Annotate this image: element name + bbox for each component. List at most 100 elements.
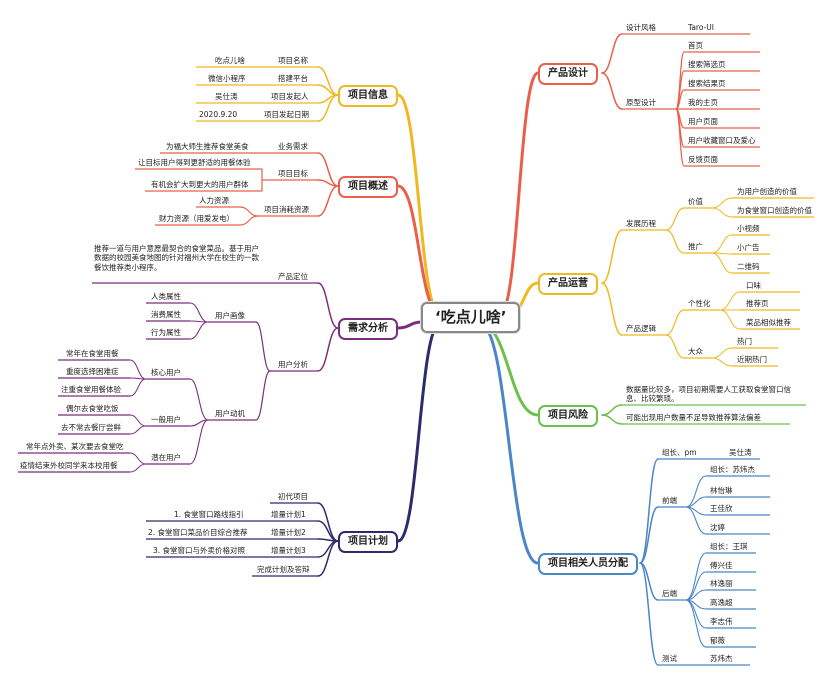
design-page-1[interactable]: 首页 <box>688 41 703 50</box>
branch-staff[interactable]: 项目相关人员分配 <box>538 553 638 575</box>
req-core-item-2[interactable]: 重度选择困难症 <box>66 367 119 376</box>
req-portrait-item-2[interactable]: 消费属性 <box>151 310 181 319</box>
staff-leader-key[interactable]: 组长、pm <box>662 448 697 457</box>
req-core-item-3[interactable]: 注重食堂用餐体验 <box>61 385 121 394</box>
req-portrait-label[interactable]: 用户画像 <box>215 311 245 320</box>
edge-info-3 <box>317 94 339 122</box>
req-positioning-text[interactable]: 推荐一道与用户意愿最契合的食堂菜品。基于用户数据的校园美食地图的针对福州大学在校… <box>94 244 259 272</box>
design-page-2[interactable]: 搜索筛选页 <box>688 60 726 69</box>
design-page-7[interactable]: 反馈页面 <box>688 155 718 164</box>
staff-backend-2[interactable]: 傅兴佳 <box>710 561 733 570</box>
plan-key-initial[interactable]: 初代项目 <box>278 492 308 501</box>
staff-frontend-2[interactable]: 林怡琳 <box>710 486 733 495</box>
staff-testing-value[interactable]: 苏炜杰 <box>710 654 733 663</box>
branch-overview[interactable]: 项目概述 <box>338 176 398 198</box>
info-value-platform[interactable]: 微信小程序 <box>208 74 246 83</box>
info-value-name[interactable]: 吃点儿啥 <box>215 56 245 65</box>
op-mass-label[interactable]: 大众 <box>688 347 703 356</box>
plan-value-inc2[interactable]: 2. 食堂窗口菜品价目综合推荐 <box>148 528 248 537</box>
plan-value-inc3[interactable]: 3. 食堂窗口与外卖价格对照 <box>153 546 246 555</box>
info-key-date[interactable]: 项目发起日期 <box>264 110 309 119</box>
op-personal-label[interactable]: 个性化 <box>688 299 711 308</box>
staff-frontend-3[interactable]: 王佳欣 <box>710 504 733 513</box>
op-promo-item-2[interactable]: 小广告 <box>737 243 760 252</box>
staff-frontend-label[interactable]: 前端 <box>662 496 677 505</box>
design-page-4[interactable]: 我的主页 <box>688 98 718 107</box>
overview-value-goal-1[interactable]: 让目标用户得到更舒适的用餐体验 <box>138 158 251 167</box>
info-value-founder[interactable]: 吴仕涛 <box>215 92 238 101</box>
op-history-label[interactable]: 发展历程 <box>626 219 656 228</box>
overview-key-resource[interactable]: 项目消耗资源 <box>264 205 309 214</box>
req-positioning-label[interactable]: 产品定位 <box>278 272 308 281</box>
risk-item-1[interactable]: 数据量比较多，项目初期需要人工获取食堂窗口信息、比较繁琐。 <box>626 385 791 404</box>
op-personal-item-3[interactable]: 菜品相似推荐 <box>746 318 791 327</box>
req-core-item-1[interactable]: 常年在食堂用餐 <box>66 349 119 358</box>
req-normal-label[interactable]: 一般用户 <box>151 415 181 424</box>
overview-value-resource-1[interactable]: 人力资源 <box>199 196 229 205</box>
root-topic[interactable]: ‘吃点儿啥’ <box>421 302 521 333</box>
req-portrait-item-3[interactable]: 行为属性 <box>151 328 181 337</box>
staff-backend-label[interactable]: 后端 <box>662 589 677 598</box>
staff-backend-3[interactable]: 林逸丽 <box>710 579 733 588</box>
design-style-value[interactable]: Taro-UI <box>688 23 714 32</box>
staff-testing-key[interactable]: 测试 <box>662 654 677 663</box>
req-potential-item-1[interactable]: 常年点外卖、某次要去食堂吃 <box>26 442 124 451</box>
op-value-item-1[interactable]: 为用户创造的价值 <box>737 187 797 196</box>
staff-backend-4[interactable]: 高逸超 <box>710 598 733 607</box>
req-motivation-label[interactable]: 用户动机 <box>215 409 245 418</box>
branch-risk[interactable]: 项目风险 <box>538 405 598 427</box>
plan-key-inc1[interactable]: 增量计划1 <box>271 510 306 519</box>
staff-frontend-1[interactable]: 组长：苏炜杰 <box>710 465 755 474</box>
info-key-name[interactable]: 项目名称 <box>278 56 308 65</box>
edge-be-5 <box>685 599 707 648</box>
edge-req-portrait <box>255 321 271 372</box>
edge-req-analysis <box>317 327 339 372</box>
plan-value-inc1[interactable]: 1. 食堂窗口路线指引 <box>174 510 244 519</box>
op-personal-item-1[interactable]: 口味 <box>746 281 761 290</box>
staff-leader-value[interactable]: 吴仕涛 <box>729 448 752 457</box>
op-personal-item-2[interactable]: 推荐页 <box>746 299 769 308</box>
staff-backend-1[interactable]: 组长：王琪 <box>710 542 748 551</box>
design-page-6[interactable]: 用户收藏窗口及爱心 <box>688 136 756 145</box>
staff-frontend-4[interactable]: 沈婷 <box>710 523 725 532</box>
req-potential-label[interactable]: 潜在用户 <box>151 453 181 462</box>
overview-key-business[interactable]: 业务需求 <box>278 142 308 151</box>
op-value-label[interactable]: 价值 <box>688 197 703 206</box>
overview-key-goal[interactable]: 项目目标 <box>278 169 308 178</box>
op-promo-item-1[interactable]: 小视频 <box>737 224 760 233</box>
plan-key-inc2[interactable]: 增量计划2 <box>271 528 306 537</box>
op-value-item-2[interactable]: 为食堂窗口创造的价值 <box>737 206 812 215</box>
overview-value-business[interactable]: 为福大师生推荐食堂美食 <box>166 142 249 151</box>
branch-project-info[interactable]: 项目信息 <box>338 85 398 107</box>
req-normal-item-1[interactable]: 偶尔去食堂吃饭 <box>66 404 119 413</box>
branch-operation[interactable]: 产品运营 <box>538 273 598 295</box>
req-normal-item-2[interactable]: 去不常去餐厅尝鲜 <box>61 423 121 432</box>
branch-requirements[interactable]: 需求分析 <box>338 318 398 340</box>
design-page-5[interactable]: 用户页面 <box>688 117 718 126</box>
design-page-3[interactable]: 搜索结果页 <box>688 79 726 88</box>
req-portrait-item-1[interactable]: 人类属性 <box>151 292 181 301</box>
branch-design[interactable]: 产品设计 <box>538 63 598 85</box>
branch-plan[interactable]: 项目计划 <box>338 531 398 553</box>
design-style-key[interactable]: 设计风格 <box>626 23 656 32</box>
overview-value-resource-2[interactable]: 财力资源（用爱发电） <box>159 214 234 223</box>
req-potential-item-2[interactable]: 疫情结束外校同学来本校用餐 <box>20 461 118 470</box>
plan-key-final[interactable]: 完成计划及答辩 <box>257 565 310 574</box>
info-key-founder[interactable]: 项目发起人 <box>271 92 309 101</box>
op-logic-label[interactable]: 产品逻辑 <box>626 324 656 333</box>
plan-key-inc3[interactable]: 增量计划3 <box>271 546 306 555</box>
info-value-date[interactable]: 2020.9.20 <box>199 110 238 119</box>
op-mass-item-1[interactable]: 热门 <box>737 337 752 346</box>
design-pages-key[interactable]: 原型设计 <box>626 98 656 107</box>
op-promo-item-3[interactable]: 二维码 <box>737 262 760 271</box>
risk-item-2[interactable]: 可能出现用户数量不足导致推荐算法偏差 <box>626 413 761 422</box>
info-key-platform[interactable]: 搭建平台 <box>278 74 308 83</box>
req-core-label[interactable]: 核心用户 <box>151 368 181 377</box>
overview-value-goal-2[interactable]: 有机会扩大到更大的用户群体 <box>151 180 249 189</box>
edge-req-t1 <box>129 463 147 473</box>
req-analysis-label[interactable]: 用户分析 <box>278 360 308 369</box>
staff-backend-6[interactable]: 郁薇 <box>710 636 725 645</box>
op-mass-item-2[interactable]: 近期热门 <box>737 355 767 364</box>
op-promo-label[interactable]: 推广 <box>688 242 703 251</box>
staff-backend-5[interactable]: 李志伟 <box>710 617 733 626</box>
